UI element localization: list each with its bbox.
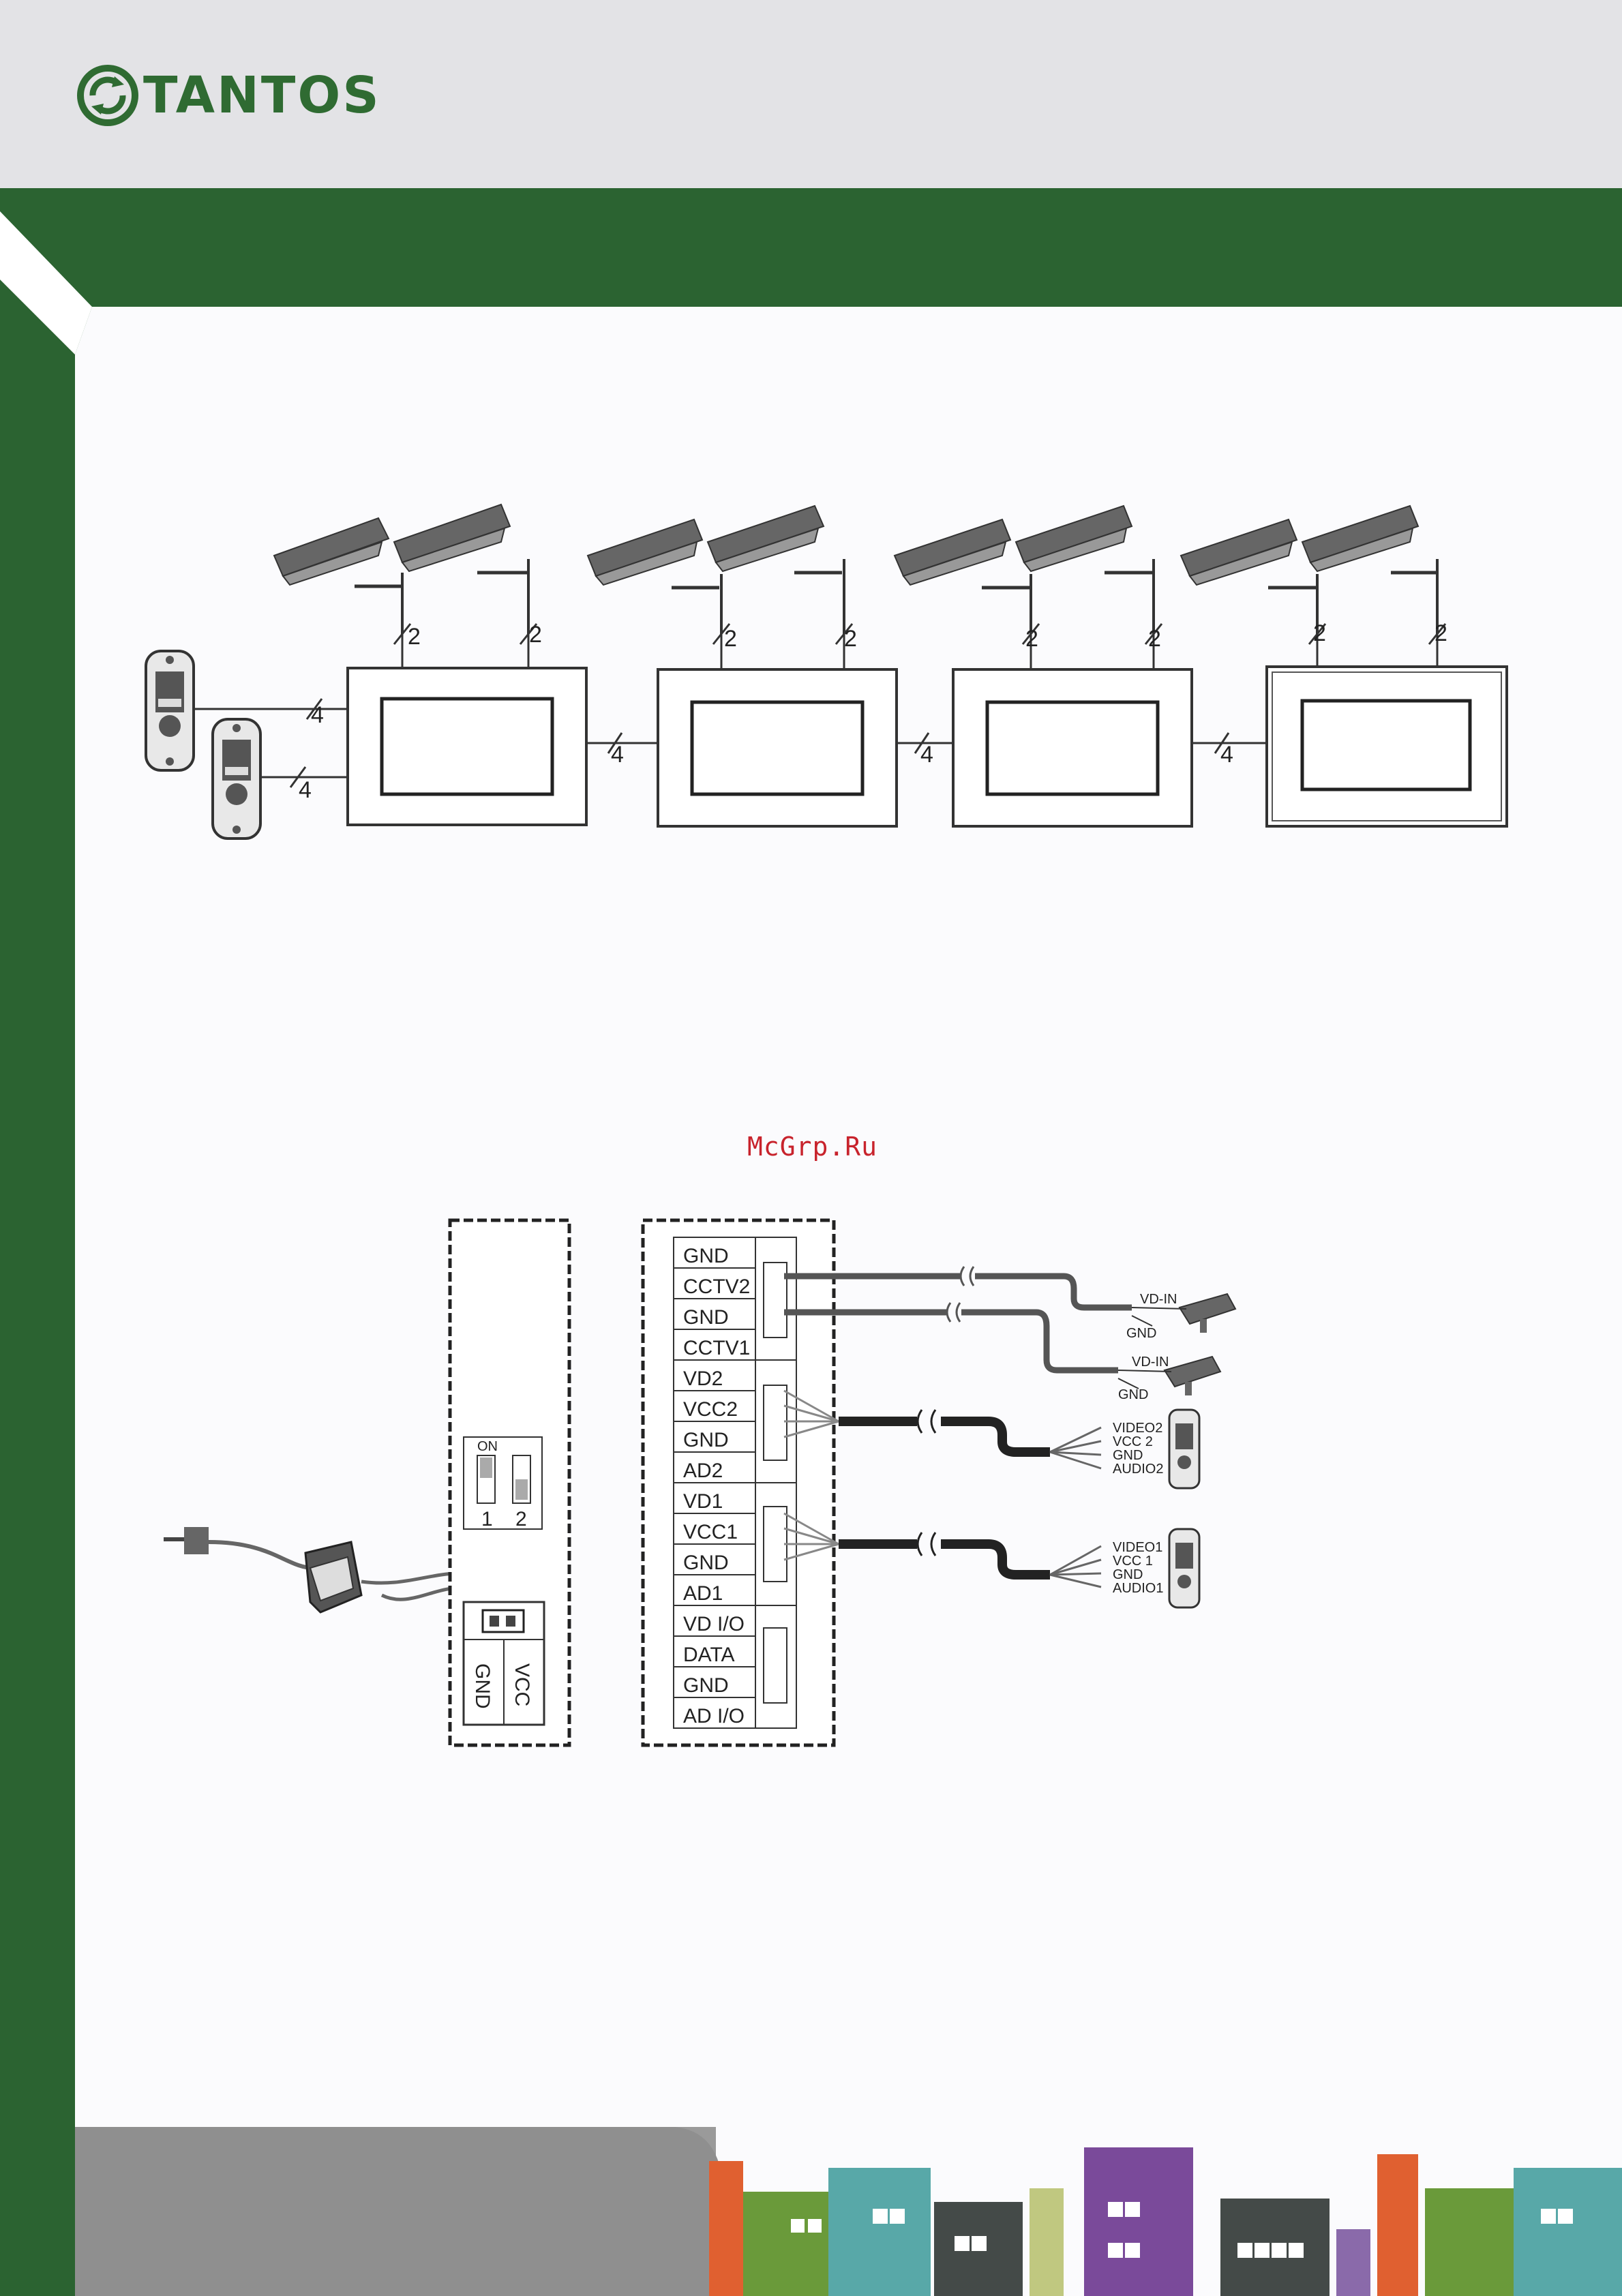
camera1-vdin-label: VD-IN: [1140, 1292, 1177, 1307]
small-outdoor-panel-1: [1169, 1529, 1199, 1607]
terminal-label-14: GND: [683, 1674, 729, 1697]
dip-label-2: 2: [515, 1508, 527, 1530]
panel2-wire-audio: AUDIO2: [1113, 1462, 1163, 1477]
dip-label-1: 1: [481, 1508, 493, 1530]
panel2-wire-vcc: VCC 2: [1113, 1434, 1153, 1449]
terminal-label-13: DATA: [683, 1644, 735, 1666]
terminal-label-12: VD I/O: [683, 1613, 745, 1635]
cctv-camera-1: VD-IN GND: [1126, 1292, 1235, 1341]
terminal-label-9: VCC1: [683, 1521, 738, 1543]
terminal-label-4: VD2: [683, 1368, 723, 1390]
cctv-camera-2: VD-IN GND: [1118, 1355, 1220, 1402]
panel2-wire-video: VIDEO2: [1113, 1421, 1162, 1436]
terminal-gnd: GND: [471, 1663, 494, 1709]
panel2-wire-gnd: GND: [1113, 1448, 1143, 1463]
camera2-vdin-label: VD-IN: [1132, 1355, 1169, 1370]
dip-on-label: ON: [477, 1439, 498, 1454]
camera2-gnd-label: GND: [1118, 1387, 1148, 1402]
small-outdoor-panel-2: [1169, 1410, 1199, 1488]
panel1-wire-gnd: GND: [1113, 1567, 1143, 1582]
terminal-label-5: VCC2: [683, 1398, 738, 1421]
terminal-label-10: GND: [683, 1552, 729, 1574]
terminal-label-15: AD I/O: [683, 1705, 745, 1727]
terminal-label-1: CCTV2: [683, 1275, 750, 1298]
terminal-label-3: CCTV1: [683, 1337, 750, 1359]
panel1-wire-video: VIDEO1: [1113, 1540, 1162, 1555]
power-terminal: GND VCC: [464, 1602, 544, 1725]
camera1-gnd-label: GND: [1126, 1326, 1156, 1341]
terminal-label-2: GND: [683, 1306, 729, 1329]
terminal-label-8: VD1: [683, 1490, 723, 1513]
dip-switch: ON 1 2: [464, 1437, 542, 1530]
panel1-wire-audio: AUDIO1: [1113, 1581, 1163, 1596]
terminal-vcc: VCC: [511, 1663, 533, 1706]
terminal-label-6: GND: [683, 1429, 729, 1451]
panel1-wire-vcc: VCC 1: [1113, 1554, 1153, 1569]
terminal-label-7: AD2: [683, 1460, 723, 1482]
terminal-label-0: GND: [683, 1245, 729, 1267]
terminal-label-11: AD1: [683, 1582, 723, 1605]
